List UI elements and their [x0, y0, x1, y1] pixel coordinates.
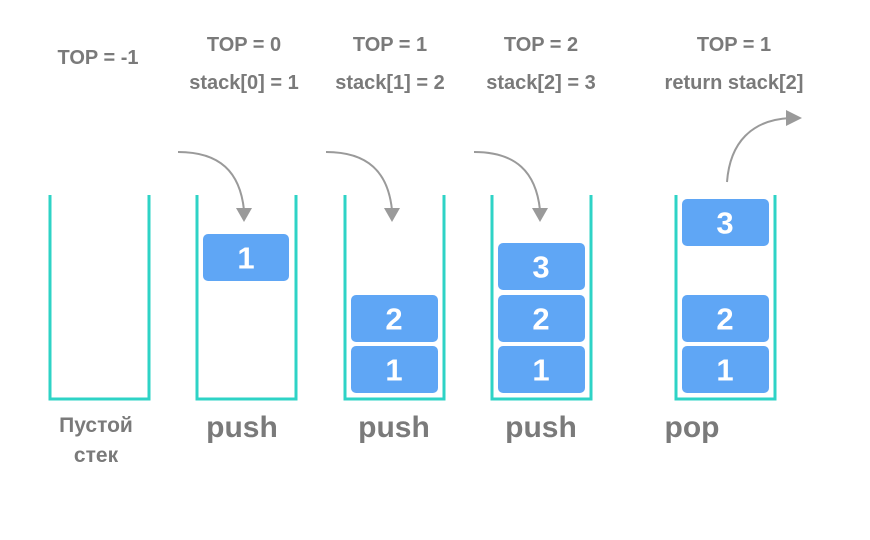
stack-container	[674, 195, 777, 401]
arrow-down-icon	[384, 208, 400, 222]
column-push-1: TOP = 0 stack[0] = 1 1 push	[177, 34, 299, 444]
arrow-right-icon	[786, 110, 802, 126]
operation-label: push	[206, 411, 278, 444]
stack-box-bottom	[351, 346, 438, 393]
operation-label-line1: Пустой	[59, 414, 133, 437]
column-push-2: TOP = 1 stack[1] = 2 1 2 push	[325, 34, 446, 444]
stack-container	[48, 195, 151, 401]
popped-box-value: 3	[716, 206, 733, 241]
stack-box-value: 3	[532, 250, 549, 285]
operation-label: push	[358, 411, 430, 444]
push-arrow-line	[177, 151, 245, 211]
stack-box-value: 1	[385, 353, 402, 388]
stack-container	[490, 195, 593, 401]
stack-box-value: 1	[237, 241, 254, 276]
header-top-value: TOP = 1	[353, 34, 427, 56]
stack-box-value: 2	[532, 302, 549, 337]
stack-container	[343, 195, 446, 401]
stack-box-middle	[498, 295, 585, 342]
popped-box	[682, 199, 769, 246]
stack-box-value: 1	[716, 353, 733, 388]
header-assignment: stack[2] = 3	[486, 72, 596, 94]
header-top-value: TOP = 2	[504, 34, 578, 56]
column-pop: TOP = 1 return stack[2] 3 1 2 pop	[665, 34, 804, 444]
operation-label-line2: стек	[74, 444, 119, 467]
push-arrow-line	[325, 151, 393, 211]
stack-box-bottom	[682, 346, 769, 393]
column-empty-stack: TOP = -1 Пустой стек	[48, 47, 151, 467]
push-arrow	[177, 151, 252, 222]
stack-box-top	[682, 295, 769, 342]
header-assignment: return stack[2]	[665, 72, 804, 94]
arrow-down-icon	[236, 208, 252, 222]
push-arrow	[473, 151, 548, 222]
stack-box-value: 1	[532, 353, 549, 388]
column-push-3: TOP = 2 stack[2] = 3 1 2 3 push	[473, 34, 596, 444]
stack-box-top	[351, 295, 438, 342]
header-top-value: TOP = -1	[58, 47, 139, 69]
pop-arrow-line	[726, 117, 791, 183]
stack-box-top	[203, 234, 289, 281]
push-arrow-line	[473, 151, 541, 211]
operation-label: pop	[665, 411, 720, 444]
stack-box-bottom	[498, 346, 585, 393]
header-assignment: stack[0] = 1	[189, 72, 299, 94]
stack-box-top	[498, 243, 585, 290]
stack-box-value: 2	[385, 302, 402, 337]
arrow-down-icon	[532, 208, 548, 222]
header-top-value: TOP = 0	[207, 34, 281, 56]
pop-arrow	[726, 110, 802, 183]
operation-label: push	[505, 411, 577, 444]
stack-container	[195, 195, 298, 401]
header-assignment: stack[1] = 2	[335, 72, 445, 94]
push-arrow	[325, 151, 400, 222]
header-top-value: TOP = 1	[697, 34, 771, 56]
stack-box-value: 2	[716, 302, 733, 337]
